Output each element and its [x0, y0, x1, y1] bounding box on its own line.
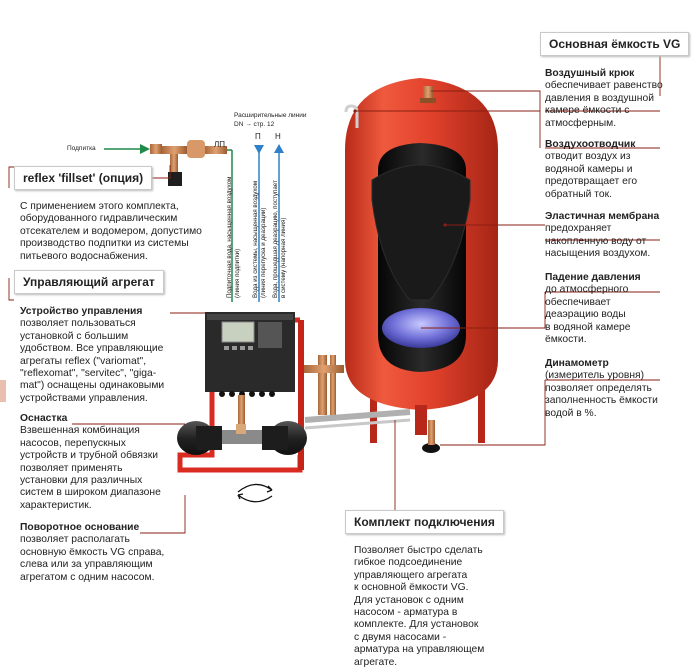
pressure-drop-text: Падение давления до атмосферного обеспеч… [545, 272, 641, 346]
vessel-title-box: Основная ёмкость VG [540, 32, 690, 56]
membrane-text: Эластичная мембрана предохраняет накопле… [545, 211, 660, 260]
equipment-text: Оснастка Взвешенная комбинация насосов, … [20, 413, 161, 511]
pump [262, 421, 307, 455]
expansion-lines-label: Расширительные линии [234, 112, 307, 119]
lp-label: ЛП [214, 140, 225, 149]
control-display [221, 321, 255, 343]
overflow-line-sub-label: (линия перепуска и деаэрации) [260, 207, 267, 298]
control-unit [177, 312, 411, 503]
fillset-assembly [104, 140, 232, 186]
control-device-text: Устройство управления позволяет пользова… [20, 306, 165, 404]
pressure-line-sub-label: в систему (напорная линия) [280, 217, 287, 298]
n-label: Н [275, 132, 281, 141]
fillset-title-box: reflex 'fillset' (опция) [14, 166, 153, 190]
dynamometer-icon [422, 443, 440, 453]
dynamometer-text: Динамометр (измеритель уровня) позволяет… [545, 358, 658, 419]
pressure-line-label: Вода, прошедшая деаэрацию, поступает [272, 180, 279, 298]
arrow-up-icon [274, 144, 284, 153]
elastic-membrane [371, 164, 471, 301]
air-hook-icon [344, 104, 359, 128]
p-label: П [255, 132, 261, 141]
leader-lines [8, 55, 661, 534]
makeup-label: Подпитка [67, 145, 96, 152]
pipe-lines [231, 144, 284, 302]
air-vent-fitting [423, 86, 433, 100]
rotating-base-text: Поворотное основание позволяет располага… [20, 522, 165, 583]
arrow-icon [140, 144, 150, 154]
air-vent-text: Воздухоотводчик отводит воздух из водяно… [545, 139, 638, 200]
main-vessel [344, 78, 498, 453]
connection-kit-text: Позволяет быстро сделать гибкое подсоеди… [354, 545, 485, 668]
makeup-line-label: Подпиточная вода, насыщенная воздухом [226, 176, 233, 298]
overflow-line-label: Вода из системы, насыщенная воздухом [252, 180, 259, 298]
expansion-lines-dn-label: DN → стр. 12 [234, 121, 275, 128]
fillset-description: С применением этого комплекта, оборудова… [20, 201, 202, 262]
left-strip [0, 380, 6, 402]
air-hook-text: Воздушный крюк обеспечивает равенство да… [545, 68, 663, 129]
makeup-line-sub-label: (линия подпитки) [234, 248, 241, 298]
connection-kit-title-box: Комплект подключения [345, 510, 504, 534]
vessel-leg [478, 388, 485, 443]
rotation-arrow-icon [237, 483, 273, 493]
arrow-down-icon [254, 145, 264, 154]
control-unit-title-box: Управляющий агрегат [14, 270, 164, 294]
water-meter [187, 140, 205, 158]
pump [177, 421, 222, 455]
